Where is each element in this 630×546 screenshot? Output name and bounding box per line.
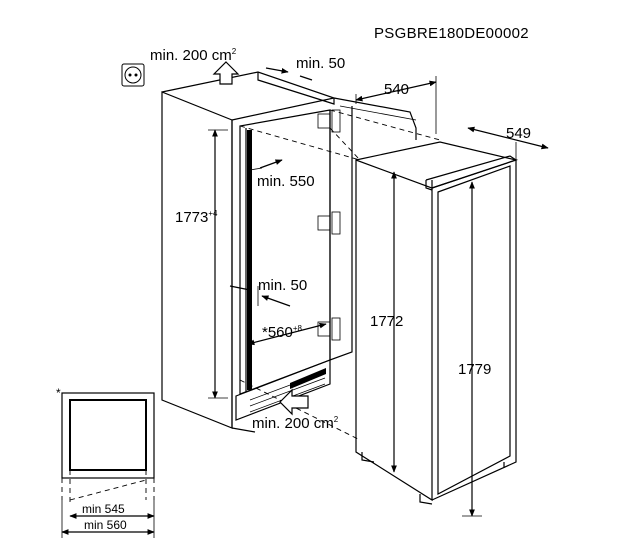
cabinet-niche	[161, 71, 337, 433]
appliance-height-label: 1772	[370, 313, 403, 330]
top-vent-label: min. 200 cm2	[150, 47, 237, 64]
projection-lines	[239, 109, 441, 441]
inset-asterisk: *	[56, 386, 61, 400]
bottom-vent-label: min. 200 cm2	[252, 415, 339, 432]
niche-height-label: 1773+4	[175, 209, 218, 226]
width-540-label: 540	[384, 81, 409, 98]
overall-height-label: 1779	[458, 361, 491, 378]
min-545-label: min 545	[82, 502, 125, 516]
appliance-body	[355, 141, 519, 505]
dim-overall-height	[462, 181, 482, 517]
dim-width-540	[355, 76, 437, 134]
dim-top-gap	[265, 67, 313, 81]
depth-550-label: min. 550	[257, 173, 315, 190]
drawing-code: PSGBRE180DE00002	[374, 25, 529, 42]
airflow-up-arrow-icon	[212, 61, 240, 85]
door-hinges	[317, 109, 341, 341]
dim-depth-549	[467, 126, 549, 160]
airflow-left-arrow-icon	[279, 388, 309, 416]
min-560-label: min 560	[84, 518, 127, 532]
dim-depth-550	[249, 159, 283, 171]
depth-549-label: 549	[506, 125, 531, 142]
dim-rear-gap	[229, 285, 291, 307]
power-socket-icon	[121, 63, 145, 87]
niche-width-label: *560+8	[262, 324, 303, 341]
door-panel	[329, 97, 417, 361]
dim-niche-height	[208, 129, 228, 399]
top-gap-label: min. 50	[296, 55, 345, 72]
niche-top-view-inset	[61, 392, 155, 538]
rear-gap-label: min. 50	[258, 277, 307, 294]
dim-niche-width	[247, 322, 327, 346]
